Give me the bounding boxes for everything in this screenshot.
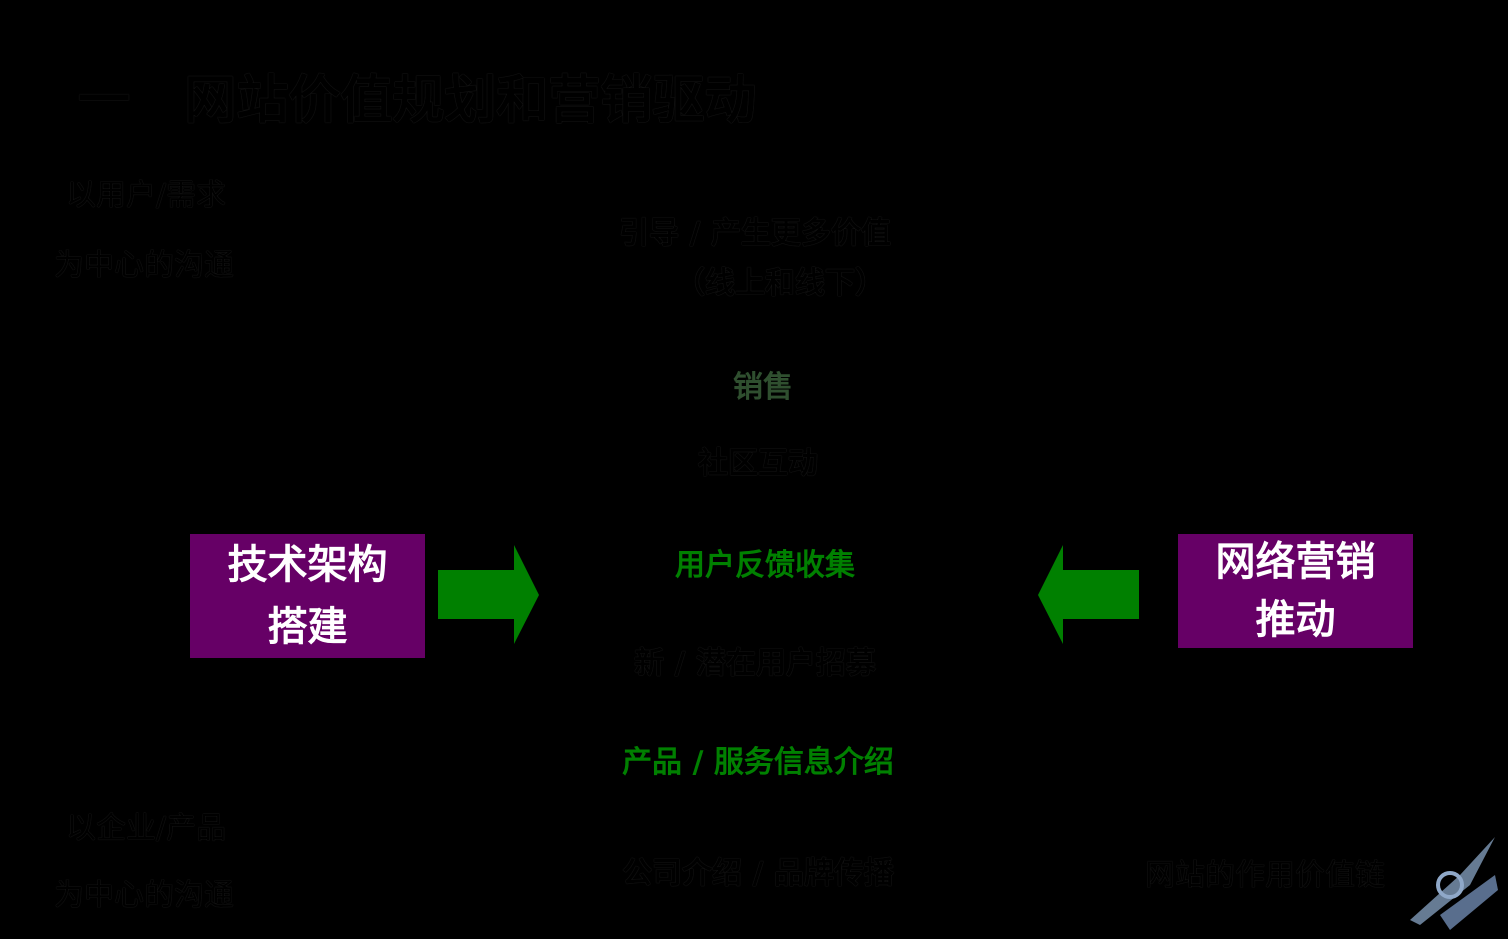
right-arrow-icon xyxy=(438,545,539,644)
user-centric-label-2: 为中心的沟通 xyxy=(54,248,234,283)
left-arrow-icon xyxy=(1038,545,1139,644)
community-text: 社区互动 xyxy=(698,446,818,481)
enterprise-centric-label-1: 以企业/产品 xyxy=(66,811,227,846)
watermark-logo-icon xyxy=(1410,837,1498,930)
value-chain-label: 网站的作用价值链 xyxy=(1145,858,1385,893)
online-offline-text: （线上和线下） xyxy=(675,266,885,301)
recruit-text: 新 / 潜在用户招募 xyxy=(634,646,876,681)
title-bullet: 一 xyxy=(78,70,131,131)
company-intro-text: 公司介绍 / 品牌传播 xyxy=(622,856,894,891)
marketing-box-line-2: 推动 xyxy=(1255,596,1336,643)
tech-box-line-1: 技术架构 xyxy=(227,541,388,588)
sales-text: 销售 xyxy=(733,370,793,405)
enterprise-centric-label-2: 为中心的沟通 xyxy=(54,878,234,913)
guide-value-text: 引导 / 产生更多价值 xyxy=(619,216,891,251)
tech-box-line-2: 搭建 xyxy=(267,603,348,650)
user-centric-label-1: 以用户/需求 xyxy=(66,178,227,213)
marketing-box-line-1: 网络营销 xyxy=(1215,538,1376,585)
tech-architecture-box: 技术架构 搭建 xyxy=(190,534,425,658)
product-info-text: 产品 / 服务信息介绍 xyxy=(622,745,894,780)
feedback-text: 用户反馈收集 xyxy=(675,548,855,583)
network-marketing-box: 网络营销 推动 xyxy=(1178,534,1413,648)
page-title: 一 网站价值规划和营销驱动 xyxy=(78,58,756,133)
title-text: 网站价值规划和营销驱动 xyxy=(184,70,757,131)
